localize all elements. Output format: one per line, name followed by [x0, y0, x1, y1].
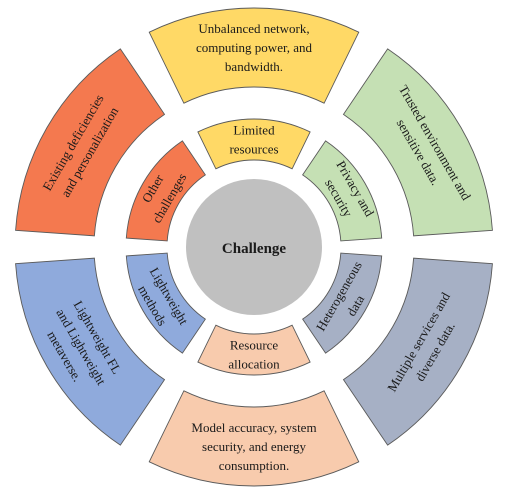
outer-label-bottom-line: security, and energy [202, 439, 306, 454]
outer-label-top-line: bandwidth. [225, 59, 283, 74]
outer-label-bottom-line: Model accuracy, system [191, 420, 316, 435]
inner-segment-upper-left [125, 140, 206, 242]
outer-label-top-line: Unbalanced network, [198, 21, 309, 36]
inner-segment-upper-right [302, 140, 383, 242]
outer-label-top-line: computing power, and [196, 40, 313, 55]
outer-segment-upper-right [342, 48, 493, 237]
inner-label-bottom: Resource allocation [228, 338, 280, 372]
outer-label-bottom: Model accuracy, system security, and ener… [191, 420, 316, 473]
inner-label-bottom-line: allocation [228, 357, 280, 372]
inner-label-top: Limited resources [229, 123, 278, 157]
inner-label-bottom-line: Resource [230, 338, 279, 353]
center-label: Challenge [222, 241, 287, 257]
center-circle [186, 179, 322, 315]
inner-label-top-line: Limited [233, 123, 275, 138]
outer-label-bottom-line: consumption. [219, 458, 289, 473]
inner-segment-top [197, 118, 311, 170]
outer-segment-lower-right [342, 257, 493, 446]
outer-segment-bottom [148, 390, 360, 487]
outer-segment-lower-left [15, 257, 166, 446]
inner-segment-bottom [197, 324, 311, 376]
outer-label-top: Unbalanced network, computing power, and b… [196, 21, 313, 74]
outer-segment-upper-left [15, 48, 166, 237]
inner-segment-lower-left [125, 252, 206, 354]
segments-layer: Limited resources Unbalanced network, compu… [15, 7, 493, 487]
outer-segment-top [148, 7, 360, 104]
inner-label-top-line: resources [229, 142, 278, 157]
inner-segment-lower-right [302, 252, 383, 354]
